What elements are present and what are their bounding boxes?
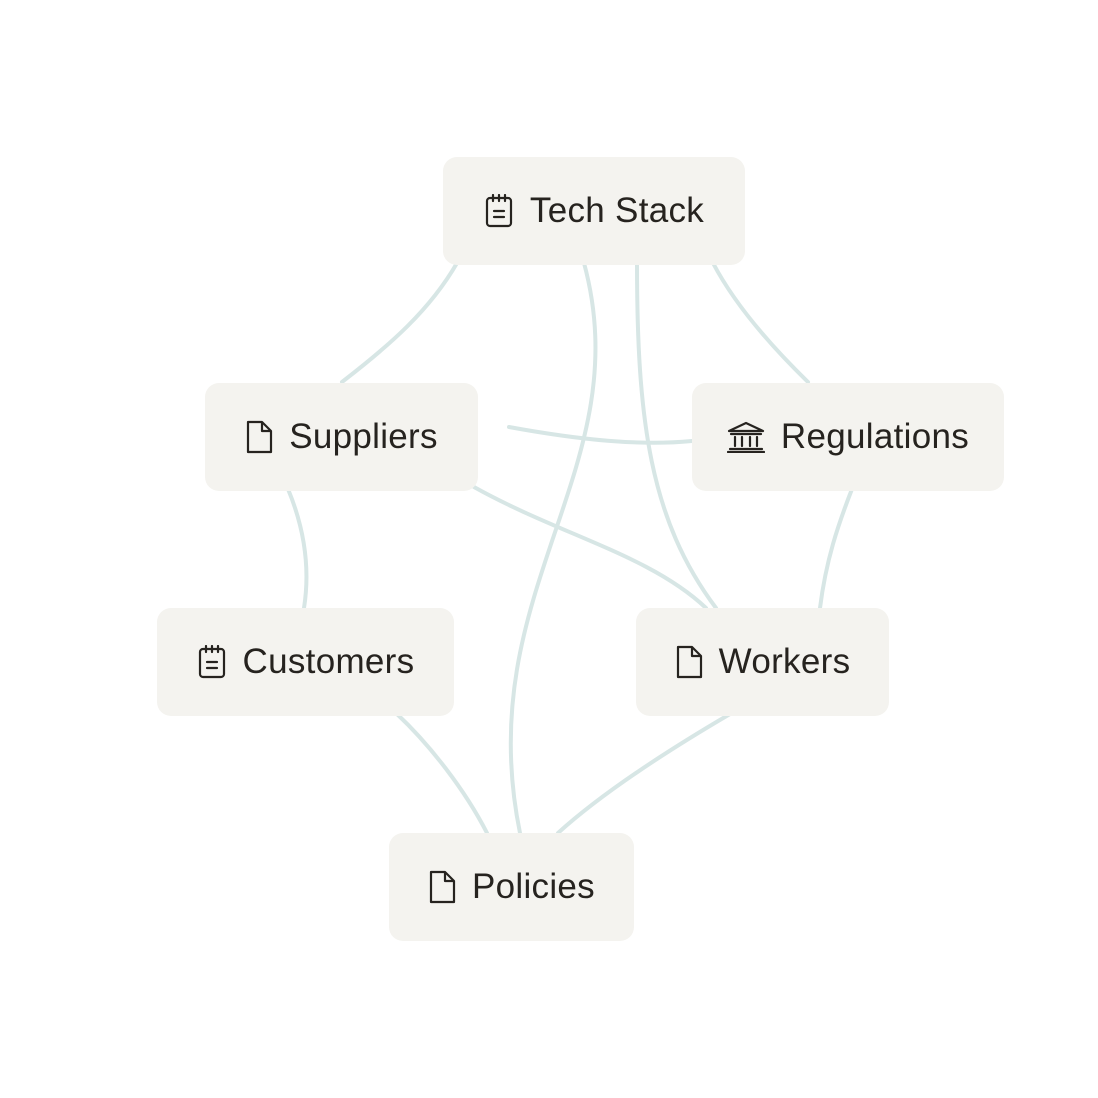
node-regulations[interactable]: Regulations [692, 383, 1004, 491]
edge-tech-stack-workers [635, 261, 718, 610]
edge-tech-stack-policies [508, 261, 598, 835]
document-icon [245, 420, 273, 454]
edge-suppliers-regulations [507, 425, 694, 445]
bank-icon [726, 421, 765, 453]
edge-workers-policies [556, 712, 732, 835]
edge-tech-stack-regulations [711, 261, 810, 384]
edge-customers-policies [395, 712, 489, 835]
notepad-icon [197, 645, 227, 679]
node-label: Tech Stack [529, 191, 705, 230]
node-tech-stack[interactable]: Tech Stack [443, 157, 745, 265]
notepad-icon [484, 194, 514, 228]
edge-tech-stack-suppliers [340, 261, 459, 384]
document-icon [675, 645, 703, 679]
node-label: Customers [242, 642, 415, 681]
node-suppliers[interactable]: Suppliers [205, 383, 478, 491]
edge-regulations-workers [818, 487, 854, 610]
node-label: Suppliers [289, 417, 438, 456]
edge-suppliers-workers [472, 485, 708, 610]
document-icon [428, 870, 456, 904]
node-customers[interactable]: Customers [157, 608, 454, 716]
node-policies[interactable]: Policies [389, 833, 634, 941]
edge-suppliers-customers [286, 487, 309, 610]
node-label: Workers [718, 642, 851, 681]
node-label: Regulations [780, 417, 970, 456]
node-label: Policies [471, 867, 595, 906]
node-workers[interactable]: Workers [636, 608, 889, 716]
